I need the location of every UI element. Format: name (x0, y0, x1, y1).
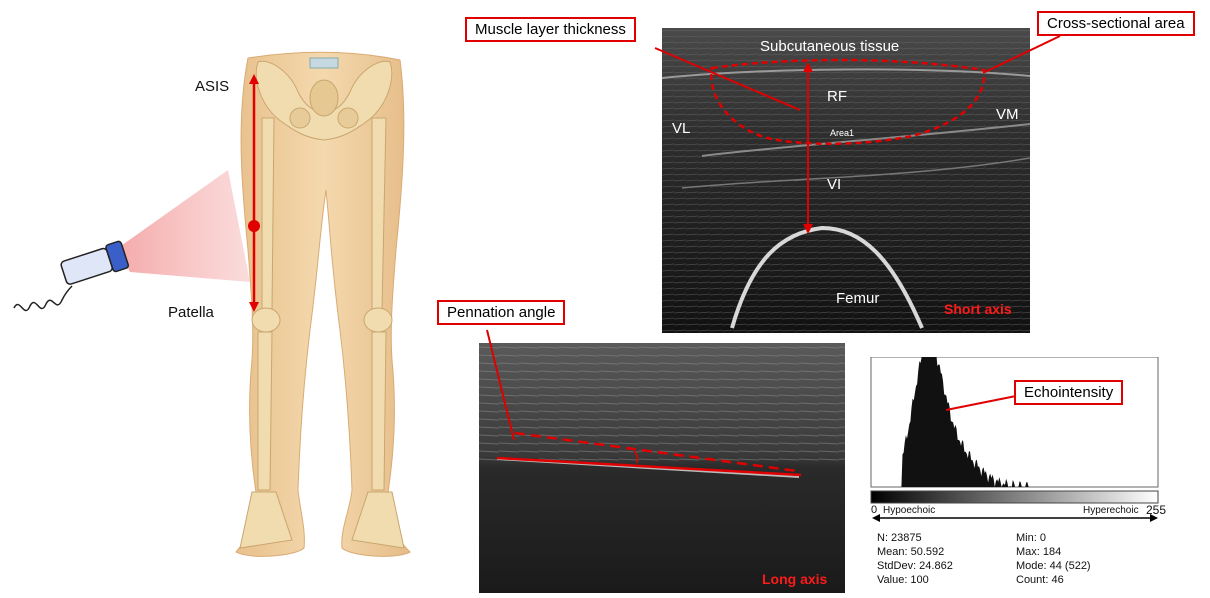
callout-leaders (0, 0, 1210, 595)
